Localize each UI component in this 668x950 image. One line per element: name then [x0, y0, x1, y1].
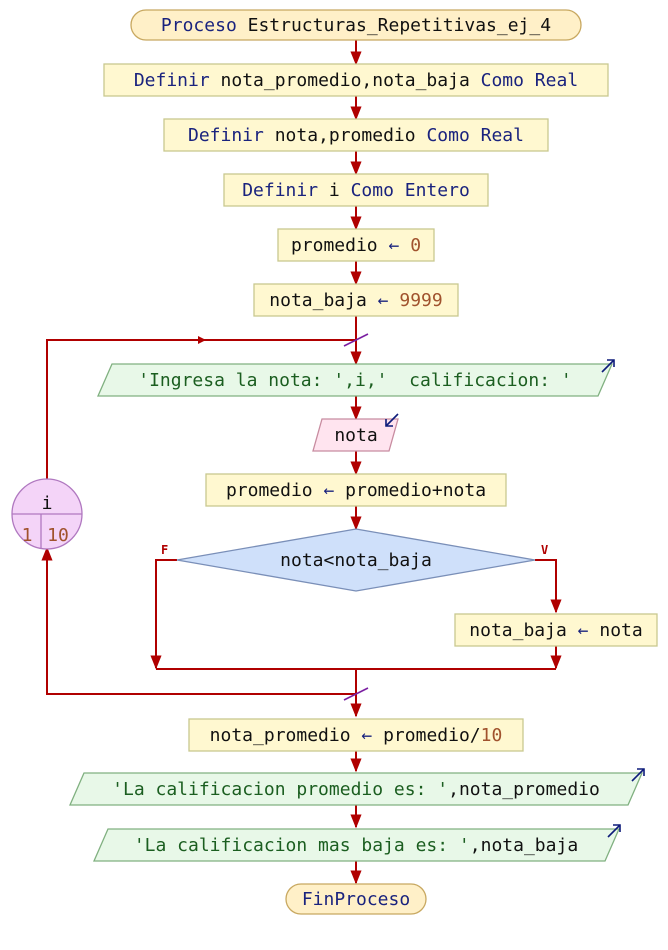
- assign-node-promedio-shape: [277, 228, 435, 262]
- assign-node-average: nota_promedio ← promedio/10: [188, 718, 524, 752]
- assign-node-average-label: nota_promedio ← promedio/10: [210, 725, 503, 746]
- assign-node-promedio-label: promedio ← 0: [291, 235, 421, 256]
- define-node-3: Definir i Como Entero: [223, 173, 489, 207]
- decision-node-shape: [176, 528, 536, 592]
- decision-condition: nota<nota_baja: [280, 550, 432, 571]
- start-node: Proceso Estructuras_Repetitivas_ej_4: [130, 9, 582, 41]
- output-node-prompt-label: 'Ingresa la nota: ',i,' calificacion: ': [138, 370, 571, 391]
- flow-lines: [41, 40, 562, 885]
- loop-from: 1: [22, 525, 33, 546]
- define-node-1: Definir nota_promedio,nota_baja Como Rea…: [103, 63, 609, 97]
- end-node-shape: [285, 883, 427, 915]
- end-node: FinProceso: [285, 883, 427, 915]
- false-branch-line: [150, 559, 177, 670]
- output-node-prompt: 'Ingresa la nota: ',i,' calificacion: ': [97, 359, 615, 397]
- input-icon: [385, 413, 399, 427]
- input-node-nota: nota: [312, 413, 399, 452]
- define-node-3-shape: [223, 173, 489, 207]
- define-node-1-shape: [103, 63, 609, 97]
- loop-top-line: [46, 339, 356, 480]
- end-node-label: FinProceso: [302, 889, 410, 910]
- loop-variable: i: [42, 493, 53, 514]
- assign-node-min-shape: [454, 613, 658, 647]
- output-icon: [601, 359, 615, 373]
- output-node-average: 'La calificacion promedio es: ',nota_pro…: [69, 768, 645, 806]
- assign-node-nota-baja-label: nota_baja ← 9999: [269, 290, 442, 311]
- input-node-nota-shape: [312, 418, 399, 452]
- true-branch-label: V: [541, 543, 548, 557]
- output-node-lowest: 'La calificacion mas baja es: ',nota_baj…: [93, 824, 621, 862]
- input-node-nota-label: nota: [334, 425, 377, 446]
- define-node-2-label: Definir nota,promedio Como Real: [188, 125, 524, 146]
- output-icon: [631, 768, 645, 782]
- assign-node-nota-baja: nota_baja ← 9999: [253, 283, 459, 317]
- output-node-prompt-shape: [97, 363, 613, 397]
- assign-node-sum-shape: [205, 473, 507, 507]
- assign-node-min: nota_baja ← nota: [454, 613, 658, 647]
- loop-node: i 1 10: [11, 478, 83, 550]
- assign-node-sum: promedio ← promedio+nota: [205, 473, 507, 507]
- false-branch-label: F: [161, 543, 168, 557]
- decision-node: nota<nota_baja F V: [161, 528, 548, 592]
- loop-to: 10: [47, 525, 69, 546]
- loop-back-line: [41, 546, 356, 695]
- true-branch-line: [535, 559, 562, 614]
- output-node-lowest-label: 'La calificacion mas baja es: ',nota_baj…: [134, 835, 578, 856]
- assign-node-nota-baja-shape: [253, 283, 459, 317]
- loop-start-marker: [343, 333, 369, 347]
- assign-node-sum-label: promedio ← promedio+nota: [226, 480, 486, 501]
- output-node-lowest-shape: [93, 828, 620, 862]
- start-node-label: Proceso Estructuras_Repetitivas_ej_4: [161, 15, 551, 36]
- start-node-shape: [130, 9, 582, 41]
- assign-node-average-shape: [188, 718, 524, 752]
- define-node-2: Definir nota,promedio Como Real: [163, 118, 549, 152]
- output-node-average-label: 'La calificacion promedio es: ',nota_pro…: [112, 779, 600, 800]
- define-node-1-label: Definir nota_promedio,nota_baja Como Rea…: [134, 70, 578, 91]
- output-icon: [607, 824, 621, 838]
- define-node-2-shape: [163, 118, 549, 152]
- assign-node-min-label: nota_baja ← nota: [469, 620, 642, 641]
- output-node-average-shape: [69, 772, 643, 806]
- loop-end-marker: [343, 687, 369, 701]
- loop-direction-arrow: [198, 336, 206, 344]
- define-node-3-label: Definir i Como Entero: [242, 180, 470, 201]
- assign-node-promedio: promedio ← 0: [277, 228, 435, 262]
